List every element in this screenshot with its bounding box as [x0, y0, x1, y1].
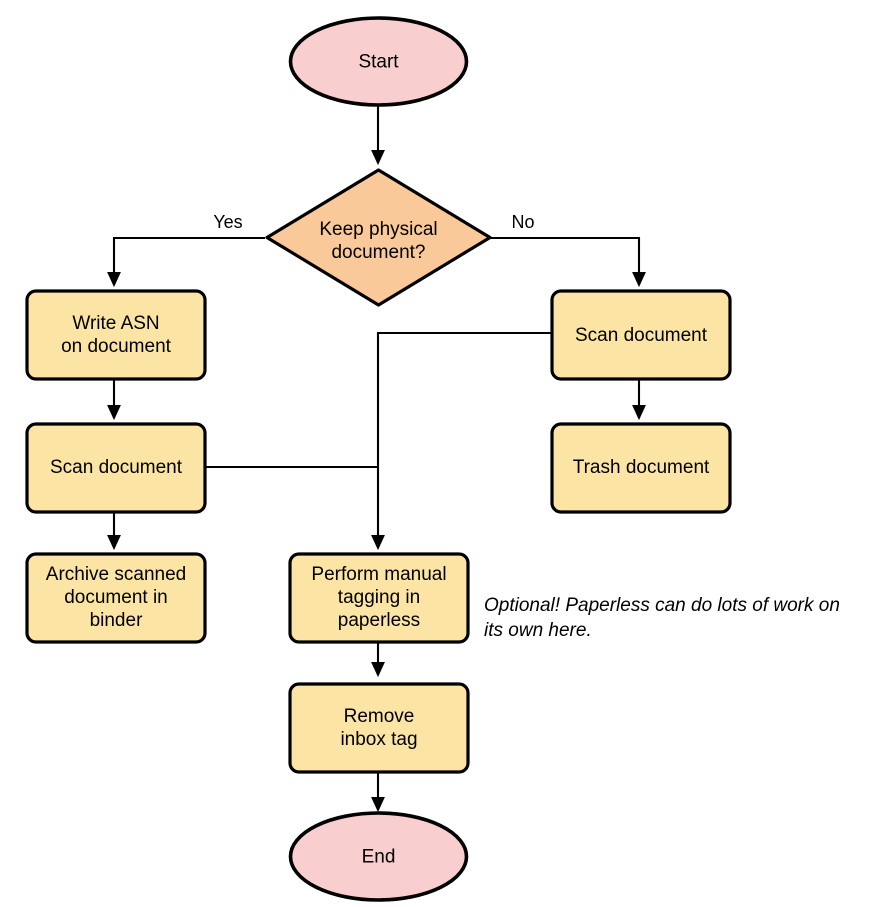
node-start[interactable]: Start	[288, 16, 469, 107]
tagging-label-line2: tagging in	[338, 587, 420, 608]
edge-label-layer: Yes No	[213, 212, 534, 232]
scan-document-right-label: Scan document	[575, 325, 708, 346]
archive-label-line1: Archive scanned	[46, 564, 186, 585]
scan-document-left-label: Scan document	[50, 457, 183, 478]
node-scan-document-right[interactable]: Scan document	[550, 289, 732, 381]
node-trash-document[interactable]: Trash document	[550, 422, 732, 514]
node-perform-manual-tagging[interactable]: Perform manual tagging in paperless	[288, 552, 470, 644]
start-ellipse-shape[interactable]	[288, 16, 469, 107]
edge-decision-no-to-scan-right	[490, 236, 646, 288]
node-decision-keep-physical-document[interactable]: Keep physical document?	[265, 168, 492, 307]
edge-decision-yes-to-write-asn	[107, 236, 265, 288]
write-asn-box-shape[interactable]	[25, 289, 207, 381]
optional-note-line2: its own here.	[484, 620, 592, 641]
archive-box-shape[interactable]	[25, 552, 207, 644]
edge-layer	[107, 106, 646, 813]
optional-note-line1: Optional! Paperless can do lots of work …	[484, 595, 840, 616]
remove-inbox-label-line1: Remove	[344, 706, 415, 727]
tagging-label-line1: Perform manual	[311, 564, 446, 585]
write-asn-label-line2: on document	[61, 336, 172, 357]
edge-label-no: No	[511, 212, 534, 232]
archive-label-line2: document in	[64, 587, 168, 608]
edge-scan-right-to-tagging	[371, 331, 552, 551]
tagging-label-line3: paperless	[338, 610, 420, 631]
trash-document-label: Trash document	[573, 457, 710, 478]
start-label: Start	[358, 52, 399, 73]
node-scan-document-left[interactable]: Scan document	[25, 422, 207, 514]
node-end[interactable]: End	[288, 811, 469, 902]
decision-diamond-shape[interactable]	[265, 168, 492, 307]
decision-label-line1: Keep physical	[319, 219, 437, 240]
end-ellipse-shape[interactable]	[288, 811, 469, 902]
trash-document-box-shape[interactable]	[550, 422, 732, 514]
node-remove-inbox-tag[interactable]: Remove inbox tag	[288, 682, 470, 774]
scan-document-right-box-shape[interactable]	[550, 289, 732, 381]
remove-inbox-label-line2: inbox tag	[340, 729, 417, 750]
archive-label-line3: binder	[90, 610, 143, 631]
tagging-box-shape[interactable]	[288, 552, 470, 644]
write-asn-label-line1: Write ASN	[72, 313, 159, 334]
node-archive-scanned-document[interactable]: Archive scanned document in binder	[25, 552, 207, 644]
end-label: End	[362, 847, 396, 868]
remove-inbox-box-shape[interactable]	[288, 682, 470, 774]
edge-label-yes: Yes	[213, 212, 242, 232]
decision-label-line2: document?	[331, 242, 425, 263]
scan-document-left-box-shape[interactable]	[25, 422, 207, 514]
node-write-asn-on-document[interactable]: Write ASN on document	[25, 289, 207, 381]
annotation-optional-note: Optional! Paperless can do lots of work …	[484, 595, 840, 641]
